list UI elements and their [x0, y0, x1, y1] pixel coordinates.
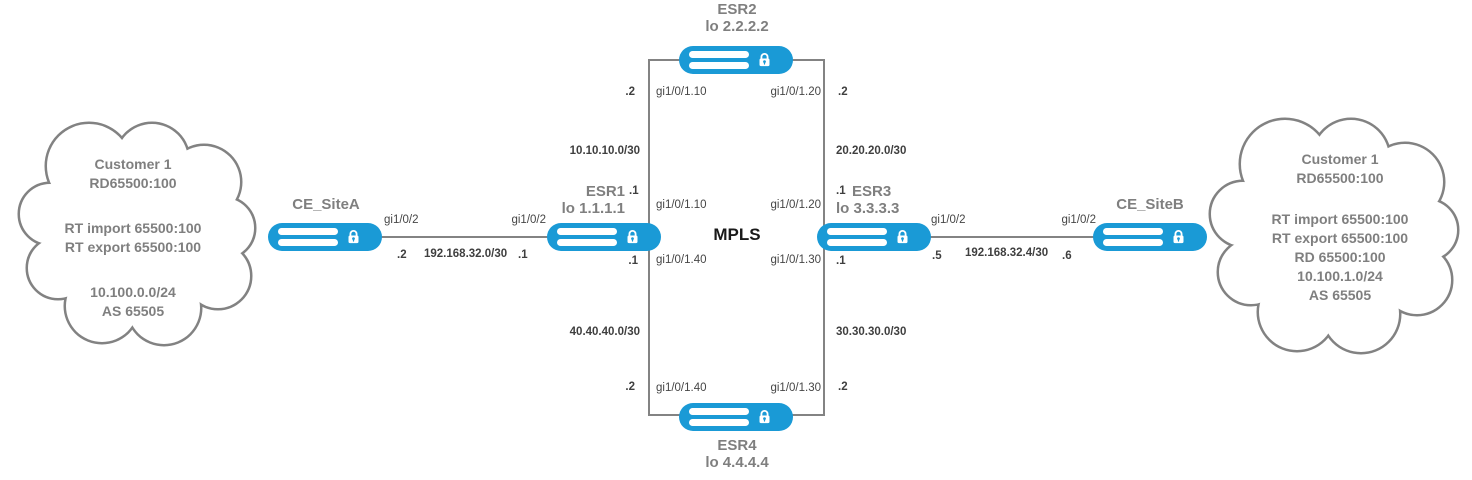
cloud-text-line: RT export 65500:100: [1271, 230, 1409, 246]
cloud-text-line: [1240, 188, 1440, 210]
router-panel-bar: [689, 51, 749, 58]
interface-label-esr1-down: gi1/0/1.40: [656, 254, 707, 266]
subnet-label-sitea: 192.168.32.0/30: [424, 248, 508, 260]
router-ce-siteb: [1093, 223, 1207, 251]
customer-cloud-site-b: [1208, 117, 1460, 355]
esr4-label-block: ESR4 lo 4.4.4.4: [677, 437, 797, 471]
router-esr4: [679, 403, 793, 431]
ce-siteb-name: CE_SiteB: [1116, 196, 1184, 213]
router-panel-bar: [557, 228, 617, 235]
subnet-label-siteb: 192.168.32.4/30: [965, 247, 1049, 259]
cloud-text-line: RT export 65500:100: [64, 239, 202, 255]
interface-label-esr3-access: gi1/0/2: [931, 214, 966, 226]
esr4-loopback: lo 4.4.4.4: [705, 454, 769, 471]
cloud-text-line: AS 65505: [101, 303, 165, 319]
esr3-name: ESR3: [852, 183, 892, 200]
router-panel-bar: [689, 419, 749, 426]
router-esr3: [817, 223, 931, 251]
lock-icon: [759, 53, 770, 67]
lock-icon: [759, 410, 770, 424]
router-ce-sitea: [268, 223, 382, 251]
router-panel-bar: [278, 228, 338, 235]
interface-label-esr1-up: gi1/0/1.10: [656, 199, 707, 211]
subnet-label-esr1-esr2: 10.10.10.0/30: [569, 145, 640, 157]
ip-label-esr3-access: .5: [932, 250, 942, 262]
interface-label-ce-sitea: gi1/0/2: [384, 214, 419, 226]
lock-icon: [1173, 230, 1184, 244]
ce-sitea-name: CE_SiteA: [292, 196, 360, 213]
interface-label-esr1-access: gi1/0/2: [511, 214, 546, 226]
cloud-text-line: 10.100.0.0/24: [90, 284, 176, 300]
ip-label-esr3-down: .1: [836, 255, 846, 267]
link-esr3-ce-siteb: [927, 236, 1097, 238]
link-ce-sitea-esr1: [378, 236, 552, 238]
esr4-name: ESR4: [717, 437, 757, 454]
lock-icon: [627, 230, 638, 244]
ip-label-esr1-access: .1: [518, 249, 528, 261]
cloud-site-a-text: Customer 1 RD65500:100 RT import 65500:1…: [33, 155, 233, 321]
interface-label-esr2-left: gi1/0/1.10: [656, 86, 707, 98]
mpls-label: MPLS: [713, 225, 761, 244]
esr2-name: ESR2: [717, 1, 757, 18]
cloud-text-line: RD65500:100: [89, 175, 177, 191]
interface-label-esr4-left: gi1/0/1.40: [656, 382, 707, 394]
interface-label-ce-siteb: gi1/0/2: [1061, 214, 1096, 226]
ip-label-ce-siteb: .6: [1062, 250, 1072, 262]
cloud-text-line: RT import 65500:100: [64, 220, 202, 236]
cloud-text-line: [33, 193, 233, 219]
ip-label-esr1-down: .1: [628, 255, 638, 267]
ip-label-esr2-right: .2: [838, 86, 848, 98]
interface-label-esr2-right: gi1/0/1.20: [770, 86, 821, 98]
cloud-text-line: Customer 1: [94, 156, 172, 172]
cloud-text-line: Customer 1: [1301, 151, 1379, 167]
ip-label-esr4-left: .2: [625, 381, 635, 393]
subnet-label-esr2-esr3: 20.20.20.0/30: [836, 145, 907, 157]
lock-icon: [348, 230, 359, 244]
esr1-loopback: lo 1.1.1.1: [561, 200, 625, 217]
subnet-label-esr1-esr4: 40.40.40.0/30: [569, 326, 640, 338]
router-panel-bar: [278, 239, 338, 246]
interface-label-esr3-down: gi1/0/1.30: [770, 254, 821, 266]
esr3-loopback: lo 3.3.3.3: [836, 200, 900, 217]
cloud-text-line: [33, 257, 233, 283]
router-panel-bar: [827, 228, 887, 235]
router-esr2: [679, 46, 793, 74]
customer-cloud-site-a: [17, 121, 257, 347]
router-panel-bar: [1103, 239, 1163, 246]
cloud-text-line: RD 65500:100: [1294, 249, 1386, 265]
router-esr1: [547, 223, 661, 251]
router-panel-bar: [827, 239, 887, 246]
cloud-text-line: 10.100.1.0/24: [1297, 268, 1383, 284]
ip-label-esr3-up: .1: [836, 185, 846, 197]
esr1-name: ESR1: [585, 183, 625, 200]
interface-label-esr3-up: gi1/0/1.20: [770, 199, 821, 211]
cloud-text-line: RT import 65500:100: [1271, 211, 1409, 227]
ip-label-ce-sitea: .2: [397, 249, 407, 261]
cloud-text-line: AS 65505: [1308, 287, 1372, 303]
ip-label-esr2-left: .2: [625, 86, 635, 98]
lock-icon: [897, 230, 908, 244]
router-panel-bar: [557, 239, 617, 246]
router-panel-bar: [1103, 228, 1163, 235]
esr2-label-block: ESR2 lo 2.2.2.2: [677, 1, 797, 35]
interface-label-esr4-right: gi1/0/1.30: [770, 382, 821, 394]
router-panel-bar: [689, 408, 749, 415]
ip-label-esr4-right: .2: [838, 381, 848, 393]
cloud-text-line: RD65500:100: [1296, 170, 1384, 186]
cloud-site-b-text: Customer 1 RD65500:100 RT import 65500:1…: [1240, 150, 1440, 305]
subnet-label-esr3-esr4: 30.30.30.0/30: [836, 326, 907, 338]
router-panel-bar: [689, 62, 749, 69]
ip-label-esr1-up: .1: [629, 185, 639, 197]
esr2-loopback: lo 2.2.2.2: [705, 18, 769, 35]
